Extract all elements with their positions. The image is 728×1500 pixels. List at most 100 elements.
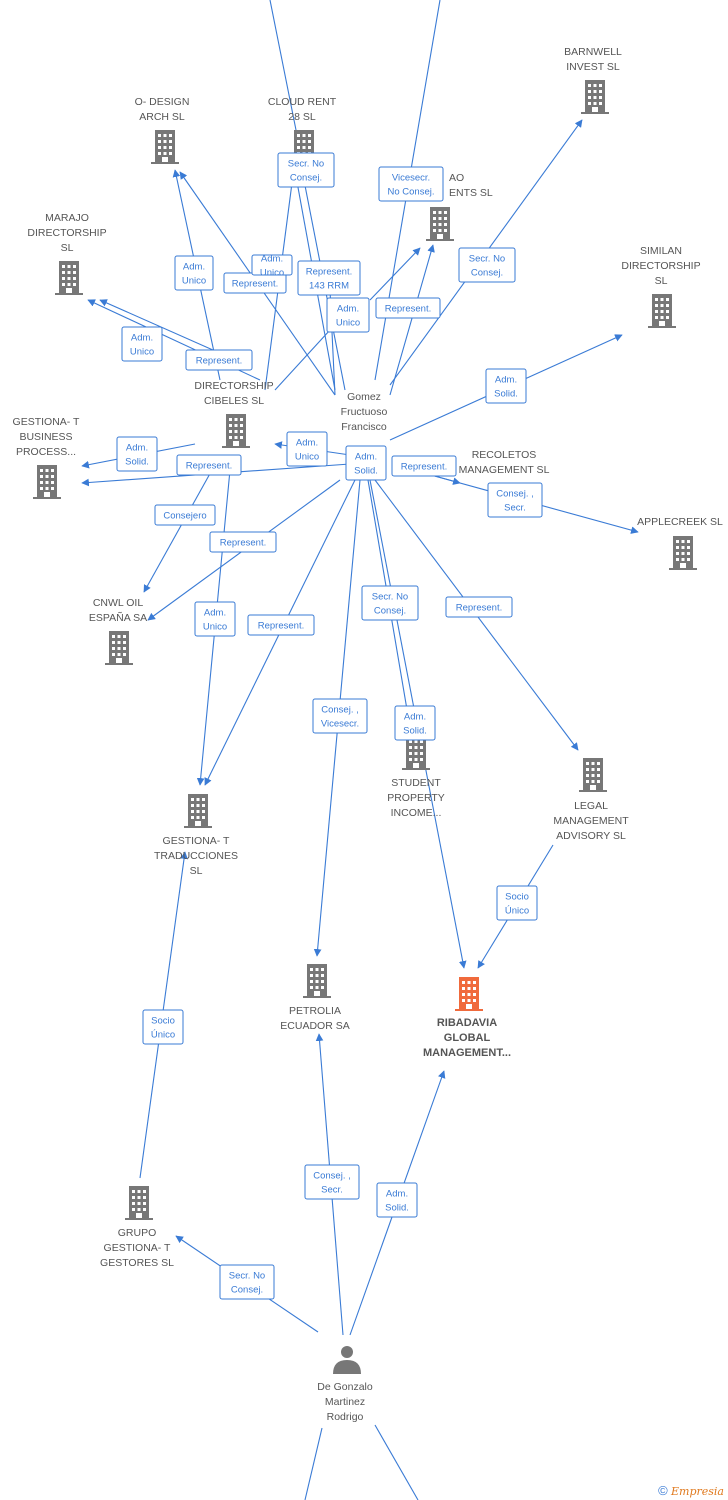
node-label: O- DESIGN <box>135 96 190 108</box>
node-cloudrent[interactable]: CLOUD RENT 28 SL <box>268 96 337 164</box>
edge-label-box[interactable]: Consej. ,Secr. <box>304 1164 360 1200</box>
edge-label-frame <box>485 368 527 404</box>
node-student[interactable]: STUDENTPROPERTYINCOME... <box>387 736 445 819</box>
edge-label-frame <box>185 349 253 371</box>
relationship-edge <box>374 1424 419 1500</box>
edge-label-box[interactable]: Consej. ,Secr. <box>487 482 543 518</box>
edge-label-box[interactable]: Represent. <box>176 454 242 476</box>
edge-label-box[interactable]: Represent.143 RRM <box>297 260 361 296</box>
edge-label-box[interactable]: Represent. <box>445 596 513 618</box>
node-label: GESTIONA- T <box>13 416 80 428</box>
node-label: 28 SL <box>288 111 316 123</box>
edge-label-box[interactable]: Adm.Solid. <box>345 445 387 481</box>
edge-label-box[interactable]: Adm.Unico <box>174 255 214 291</box>
node-label: CLOUD RENT <box>268 96 337 108</box>
edge-label-box[interactable]: Represent. <box>375 297 441 319</box>
edge-label-frame <box>251 254 293 276</box>
edge-label-frame <box>194 601 236 637</box>
edge-label-text: Represent. <box>385 304 431 315</box>
edge-label-text: Solid. <box>354 466 378 477</box>
edge-label-text: Represent. <box>401 462 447 473</box>
edge-label-frame <box>487 482 543 518</box>
edge-label-frame <box>304 1164 360 1200</box>
edge-label-frame <box>375 297 441 319</box>
edge-label-box[interactable]: Represent. <box>247 614 315 636</box>
node-label: SIMILAN <box>640 245 682 257</box>
edge-label-box[interactable]: Adm.Unico <box>194 601 236 637</box>
edge-label-box[interactable]: Represent. <box>391 455 457 477</box>
building-icon <box>222 414 250 448</box>
node-label: PROPERTY <box>387 792 445 804</box>
edge-label-frame <box>445 596 513 618</box>
edge-label-box[interactable]: Adm.Solid. <box>485 368 527 404</box>
node-label: De Gonzalo <box>317 1381 373 1393</box>
node-gestionabp[interactable]: GESTIONA- TBUSINESSPROCESS... <box>13 416 80 499</box>
node-label: GESTIONA- T <box>163 835 230 847</box>
edge-label-box[interactable]: Adm.Solid. <box>394 705 436 741</box>
relationship-edge <box>304 1427 323 1500</box>
node-label: PROCESS... <box>16 446 76 458</box>
node-label: CIBELES SL <box>204 395 264 407</box>
node-label: Martinez <box>325 1396 365 1408</box>
edge-label-text: Único <box>505 906 529 917</box>
edge-label-text: Adm. <box>386 1189 408 1200</box>
edge-label-box[interactable]: Consej. ,Vicesecr. <box>312 698 368 734</box>
edge-label-text: Unico <box>260 268 284 279</box>
node-label: GESTIONA- T <box>104 1242 171 1254</box>
edge-label-text: Adm. <box>183 262 205 273</box>
person-icon <box>333 1346 361 1374</box>
node-label: MANAGEMENT SL <box>459 464 550 476</box>
edge-label-text: Represent. <box>220 538 266 549</box>
edge-label-box[interactable]: Adm.Unico <box>251 254 293 279</box>
edge-label-text: Adm. <box>126 443 148 454</box>
edge-label-text: 143 RRM <box>309 281 349 292</box>
edge-label-frame <box>345 445 387 481</box>
edge-label-text: Vicesecr. <box>321 719 359 730</box>
relationship-edge <box>143 469 213 593</box>
edge-label-box[interactable]: Represent. <box>185 349 253 371</box>
edge-label-frame <box>361 585 419 621</box>
edge-label-box[interactable]: Adm.Unico <box>121 326 163 362</box>
node-applecreek[interactable]: APPLECREEK SL <box>637 516 723 570</box>
edge-label-box[interactable]: Represent. <box>209 531 277 553</box>
node-label: ENTS SL <box>449 187 493 199</box>
edge-label-text: Unico <box>295 452 319 463</box>
node-label: SL <box>190 865 203 877</box>
edge-label-box[interactable]: Vicesecr.No Consej. <box>378 166 444 202</box>
edge-label-text: Represent. <box>456 603 502 614</box>
building-icon <box>125 1186 153 1220</box>
edge-label-frame <box>378 166 444 202</box>
edge-label-box[interactable]: Adm.Solid. <box>376 1182 418 1218</box>
building-icon <box>579 758 607 792</box>
edge-label-text: Secr. No <box>469 254 505 265</box>
node-label: Rodrigo <box>327 1411 364 1423</box>
edge-label-box[interactable]: Adm.Unico <box>286 431 328 467</box>
edge-label-box[interactable]: Adm.Unico <box>326 297 370 333</box>
edge-label-box[interactable]: Adm.Solid. <box>116 436 158 472</box>
node-ribadavia[interactable]: RIBADAVIAGLOBALMANAGEMENT... <box>423 977 511 1059</box>
edge-label-box[interactable]: Consejero <box>154 504 216 526</box>
node-label: BARNWELL <box>564 46 622 58</box>
